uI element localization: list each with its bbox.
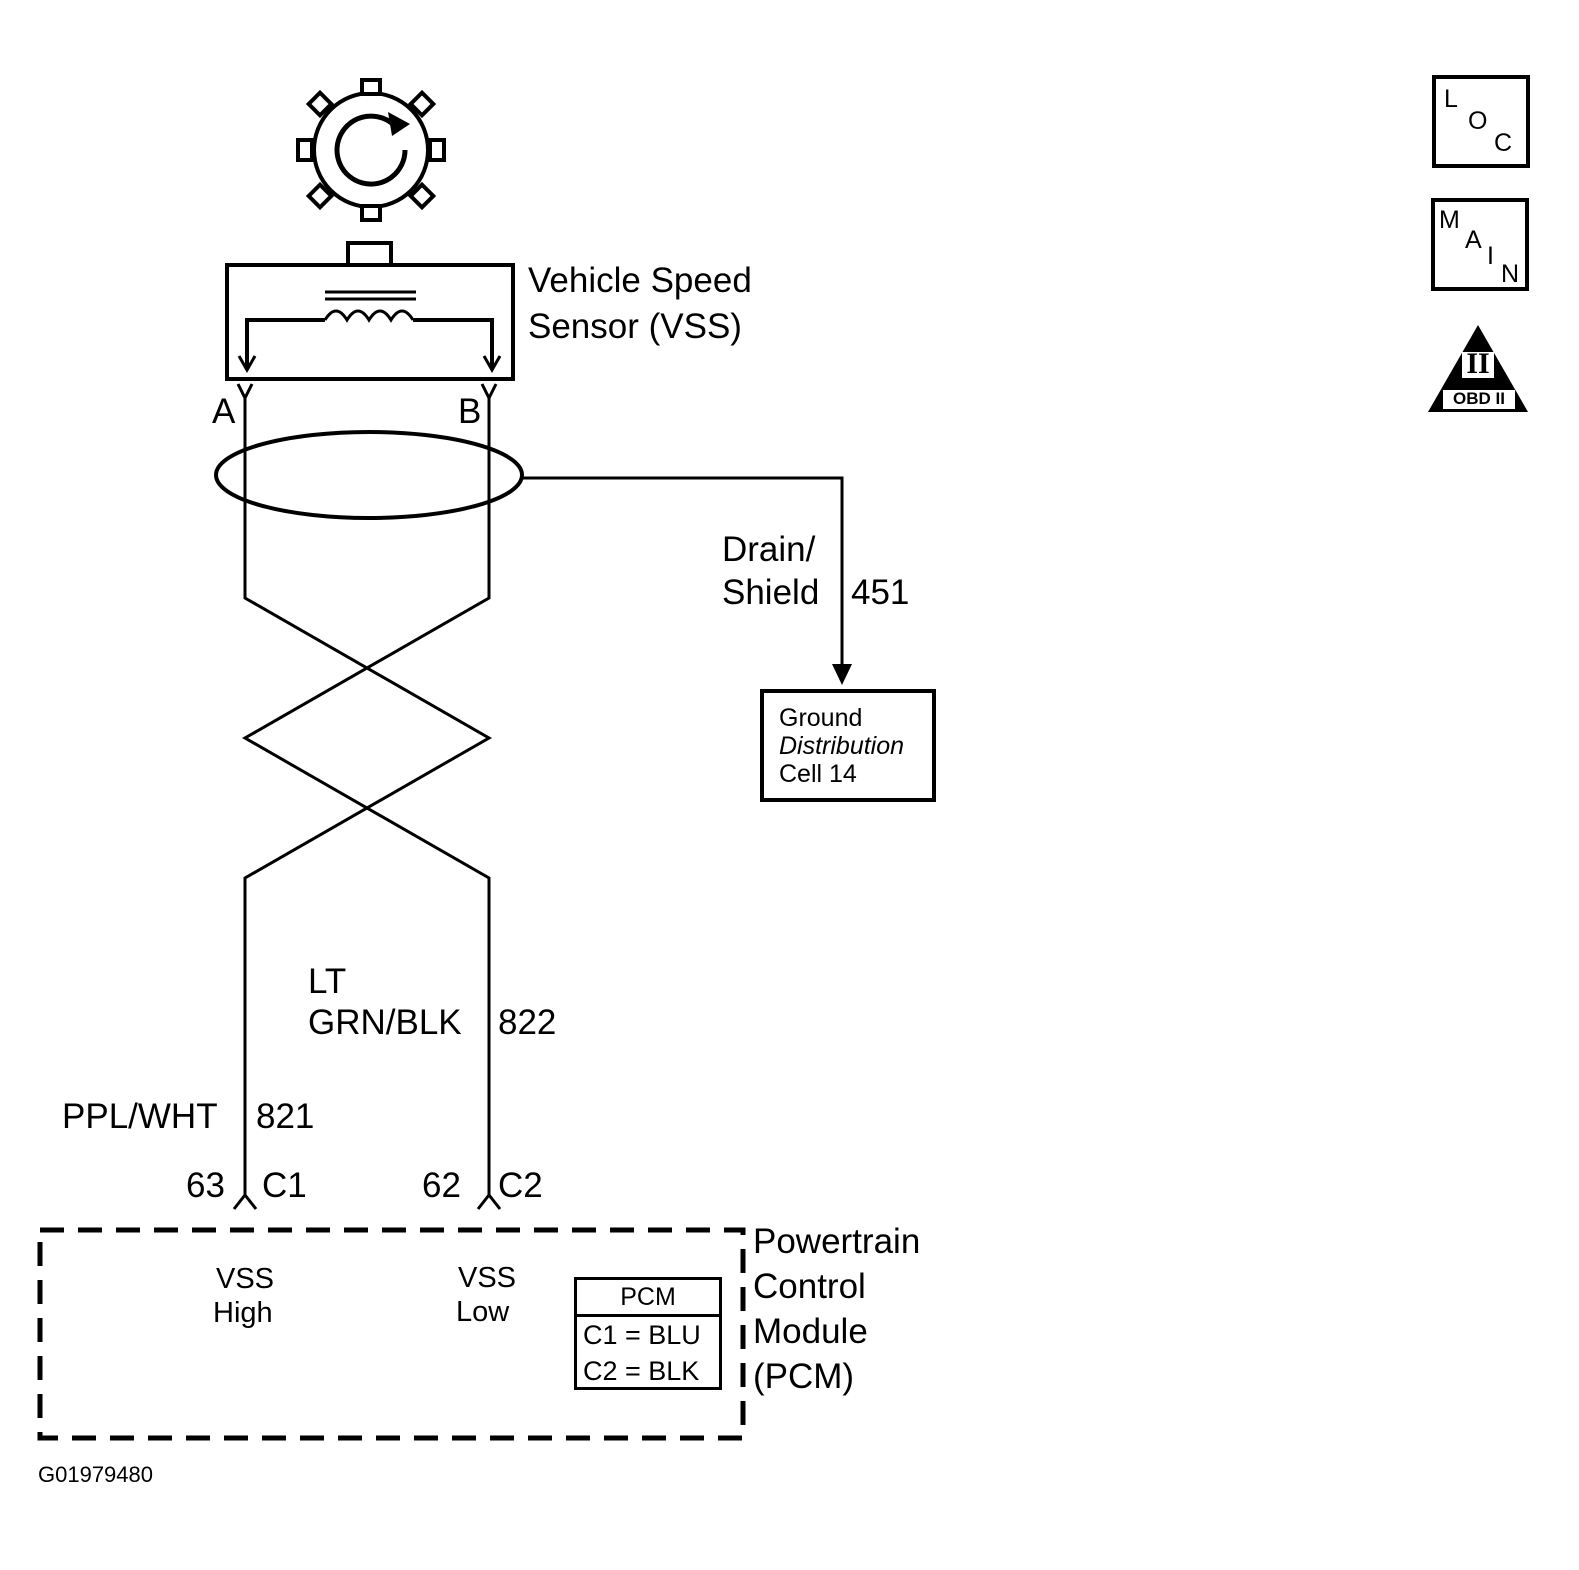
high-connector: C1 xyxy=(262,1166,307,1205)
drain-wire xyxy=(522,476,852,685)
wire-low-circuit-number: 822 xyxy=(498,1003,557,1042)
shield-ellipse xyxy=(214,430,524,520)
vss-high-line2: High xyxy=(213,1297,273,1329)
main-icon: M A I N xyxy=(1431,198,1529,291)
loc-letter-l: L xyxy=(1444,85,1458,113)
pcm-dashed-box xyxy=(37,1227,746,1441)
main-letter-n: N xyxy=(1501,260,1520,288)
sensor-name-line2: Sensor (VSS) xyxy=(528,307,742,346)
pcm-name-line3: Module xyxy=(753,1312,868,1351)
reluctor-wheel-icon xyxy=(296,78,446,222)
loc-letter-o: O xyxy=(1468,107,1488,135)
pcm-table-header: PCM xyxy=(577,1280,719,1317)
pcm-name-line2: Control xyxy=(753,1267,866,1306)
twisted-pair-wires xyxy=(241,398,493,1195)
loc-letter-c: C xyxy=(1494,129,1513,157)
obd-numeral: II xyxy=(1466,347,1490,380)
loc-icon: L O C xyxy=(1432,75,1530,168)
figure-id: G01979480 xyxy=(38,1462,153,1487)
pcm-name-line1: Powertrain xyxy=(753,1222,921,1261)
obd-ii-icon xyxy=(1428,325,1528,412)
wire-low-color-line2: GRN/BLK xyxy=(308,1003,462,1042)
main-letter-i: I xyxy=(1487,242,1494,270)
ground-line1: Ground xyxy=(779,704,863,732)
drain-circuit-number: 451 xyxy=(851,573,910,612)
ground-box-text: Ground Distribution Cell 14 xyxy=(779,704,904,788)
drain-label-line2: Shield xyxy=(722,573,820,612)
vss-low-line2: Low xyxy=(456,1296,510,1328)
vss-low-line1: VSS xyxy=(458,1262,517,1294)
pcm-table-row2: C2 = BLK xyxy=(583,1356,700,1386)
low-pin-number: 62 xyxy=(422,1166,461,1205)
pcm-connector-table: PCM C1 = BLU C2 = BLK xyxy=(574,1277,722,1390)
vss-sensor-body xyxy=(225,241,515,381)
terminal-b-label: B xyxy=(458,392,482,431)
pcm-connectors xyxy=(232,1192,502,1210)
ground-line2: Distribution xyxy=(779,732,905,760)
vss-high-line1: VSS xyxy=(216,1263,275,1295)
main-letter-a: A xyxy=(1465,226,1482,254)
ground-distribution-box xyxy=(760,689,936,802)
sensor-name-line1: Vehicle Speed xyxy=(528,261,752,300)
pcm-name-line4: (PCM) xyxy=(753,1357,855,1396)
high-pin-number: 63 xyxy=(186,1166,225,1205)
ground-line3: Cell 14 xyxy=(779,760,857,788)
pcm-table-row1: C1 = BLU xyxy=(583,1320,701,1350)
drain-label-line1: Drain/ xyxy=(722,530,816,569)
wire-high-circuit-number: 821 xyxy=(256,1097,315,1136)
wire-high-color: PPL/WHT xyxy=(62,1097,218,1136)
main-letter-m: M xyxy=(1439,206,1460,234)
obd-label: OBD II xyxy=(1453,389,1505,408)
wire-low-color-line1: LT xyxy=(308,962,347,1001)
low-connector: C2 xyxy=(498,1166,543,1205)
terminal-a-label: A xyxy=(212,392,236,431)
